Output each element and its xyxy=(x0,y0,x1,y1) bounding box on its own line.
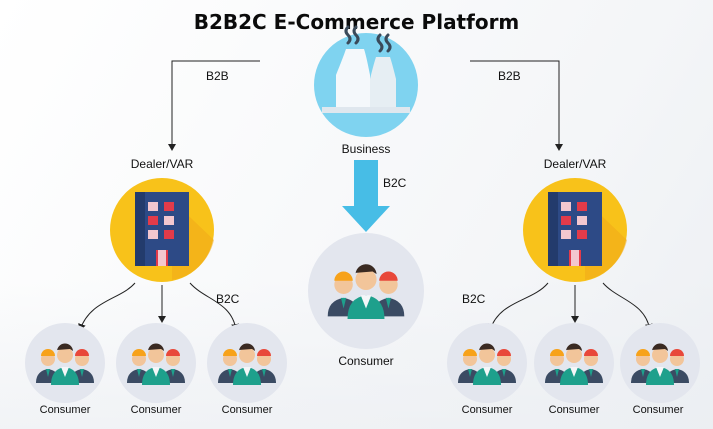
consumer-node-left-3 xyxy=(207,323,287,403)
business-node xyxy=(312,25,420,139)
building-icon xyxy=(110,178,214,282)
consumer-label-right-3: Consumer xyxy=(632,404,684,416)
consumer-label-left-3: Consumer xyxy=(221,404,273,416)
consumer-node-right-2 xyxy=(534,323,614,403)
people-group-icon xyxy=(620,323,700,403)
people-group-icon xyxy=(207,323,287,403)
edges-right-b2c xyxy=(488,282,653,331)
consumer-label-left-2: Consumer xyxy=(130,404,182,416)
people-group-icon xyxy=(116,323,196,403)
edge-b2b-left xyxy=(168,60,260,151)
consumer-label-right-2: Consumer xyxy=(548,404,600,416)
consumer-node-left-2 xyxy=(116,323,196,403)
business-label: Business xyxy=(341,142,391,156)
edge-label-b2c-center: B2C xyxy=(383,176,407,190)
dealer-label-left: Dealer/VAR xyxy=(130,157,194,171)
edge-b2b-right xyxy=(470,60,563,151)
edges-left-b2c xyxy=(78,282,240,331)
dealer-node-left xyxy=(110,178,214,282)
people-group-icon xyxy=(25,323,105,403)
dealer-node-right xyxy=(523,178,627,282)
b2c-arrow xyxy=(342,160,390,232)
edge-label-b2c-left: B2C xyxy=(216,292,240,306)
diagram-title: B2B2C E-Commerce Platform xyxy=(193,10,520,34)
consumer-label-right-1: Consumer xyxy=(461,404,513,416)
factory-icon xyxy=(312,25,420,139)
consumer-node-right-3 xyxy=(620,323,700,403)
edge-label-b2b-left: B2B xyxy=(206,69,229,83)
people-group-icon xyxy=(313,237,419,343)
center-consumer-node xyxy=(308,233,424,349)
edge-label-b2b-right: B2B xyxy=(498,69,521,83)
consumer-label-left-1: Consumer xyxy=(39,404,91,416)
people-group-icon xyxy=(534,323,614,403)
edge-label-b2c-right: B2C xyxy=(462,292,486,306)
center-consumer-label: Consumer xyxy=(338,354,394,368)
consumer-node-right-1 xyxy=(447,323,527,403)
dealer-label-right: Dealer/VAR xyxy=(543,157,607,171)
people-group-icon xyxy=(447,323,527,403)
building-icon xyxy=(523,178,627,282)
consumer-node-left-1 xyxy=(25,323,105,403)
